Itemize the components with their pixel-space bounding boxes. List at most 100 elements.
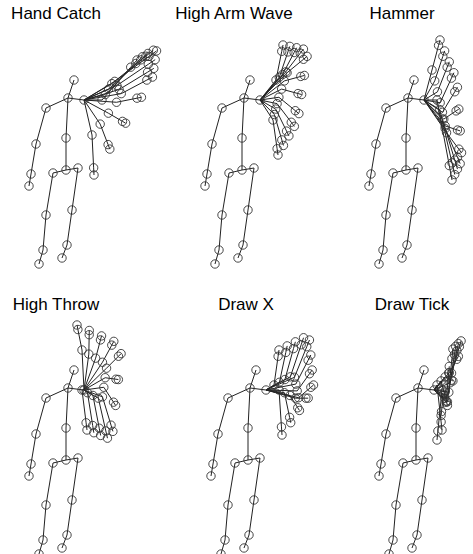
joint-marker [250, 164, 258, 172]
joint-marker [303, 52, 311, 60]
joint-marker [62, 424, 70, 432]
bone-line [282, 45, 283, 51]
joint-marker [449, 345, 457, 353]
joint-marker [58, 544, 66, 552]
joint-marker [375, 472, 383, 480]
bone-line [250, 388, 266, 390]
joint-marker [408, 544, 416, 552]
joint-marker [214, 430, 222, 438]
joint-marker [377, 460, 385, 468]
joint-marker [300, 71, 308, 79]
joint-marker [238, 166, 246, 174]
bone-line [416, 388, 418, 428]
joint-marker [307, 351, 315, 359]
bone-line [260, 89, 282, 100]
joint-marker [80, 96, 88, 104]
joint-marker [448, 176, 456, 184]
joint-marker [402, 166, 410, 174]
bone-line [46, 463, 53, 505]
joint-marker [256, 454, 264, 462]
joint-marker [441, 124, 449, 132]
joint-marker [285, 413, 293, 421]
bone-line [248, 428, 249, 460]
bone-line [46, 98, 68, 108]
joint-marker [39, 246, 47, 254]
joint-marker [246, 384, 254, 392]
joint-marker [309, 381, 317, 389]
bone-line [286, 346, 287, 353]
joint-marker [27, 170, 35, 178]
joint-marker [104, 109, 112, 117]
bone-line [406, 138, 407, 170]
joint-marker [275, 386, 283, 394]
joint-marker [64, 384, 72, 392]
joint-marker [382, 430, 390, 438]
joint-marker [224, 501, 232, 509]
joint-marker [150, 64, 158, 72]
joint-marker [372, 140, 380, 148]
bone-line [114, 402, 116, 405]
skeleton-figure [375, 337, 465, 554]
bone-line [441, 412, 442, 416]
bone-line [93, 426, 94, 433]
bone-line [393, 505, 396, 540]
joint-marker [280, 389, 288, 397]
joint-marker [385, 550, 393, 554]
bone-line [43, 215, 46, 250]
joint-marker [35, 550, 43, 554]
joint-marker [101, 374, 109, 382]
bone-line [437, 100, 449, 166]
joint-marker [434, 427, 442, 435]
joint-marker [299, 334, 307, 342]
joint-marker [410, 76, 418, 84]
bone-line [107, 356, 119, 368]
bone-line [457, 130, 460, 132]
joint-marker [117, 89, 125, 97]
skeleton-figure [25, 321, 125, 554]
bone-line [123, 121, 126, 123]
joint-marker [414, 384, 422, 392]
joint-marker [450, 69, 458, 77]
bone-line [244, 535, 249, 548]
joint-marker [244, 424, 252, 432]
bone-line [298, 93, 302, 95]
bone-line [248, 388, 250, 428]
joint-marker [121, 119, 129, 127]
bone-line [301, 75, 305, 77]
joint-marker [118, 117, 126, 125]
joint-marker [308, 366, 316, 374]
joint-marker [42, 394, 50, 402]
joint-marker [453, 83, 461, 91]
bone-line [92, 135, 94, 168]
joint-marker [305, 336, 313, 344]
skeleton-figure [25, 46, 161, 268]
joint-marker [63, 531, 71, 539]
joint-marker [221, 536, 229, 544]
bone-line [66, 98, 68, 138]
joint-marker [25, 182, 33, 190]
joint-marker [74, 164, 82, 172]
bone-line [403, 460, 416, 463]
bone-line [424, 100, 447, 133]
joint-marker [217, 550, 225, 554]
joint-marker [246, 76, 254, 84]
bone-line [402, 245, 407, 258]
bone-line [205, 174, 207, 186]
bone-line [212, 108, 222, 144]
bone-line [248, 168, 254, 210]
bone-line [379, 464, 381, 476]
joint-marker [114, 352, 122, 360]
bone-line [222, 98, 244, 108]
joint-marker [445, 58, 453, 66]
bone-line [84, 100, 117, 102]
joint-marker [108, 79, 116, 87]
bone-line [383, 215, 386, 250]
bone-line [407, 210, 412, 245]
joint-marker [418, 496, 426, 504]
skeleton-figure [201, 41, 311, 268]
joint-marker [203, 170, 211, 178]
joint-marker [402, 134, 410, 142]
bone-line [89, 330, 90, 334]
joint-marker [430, 386, 438, 394]
